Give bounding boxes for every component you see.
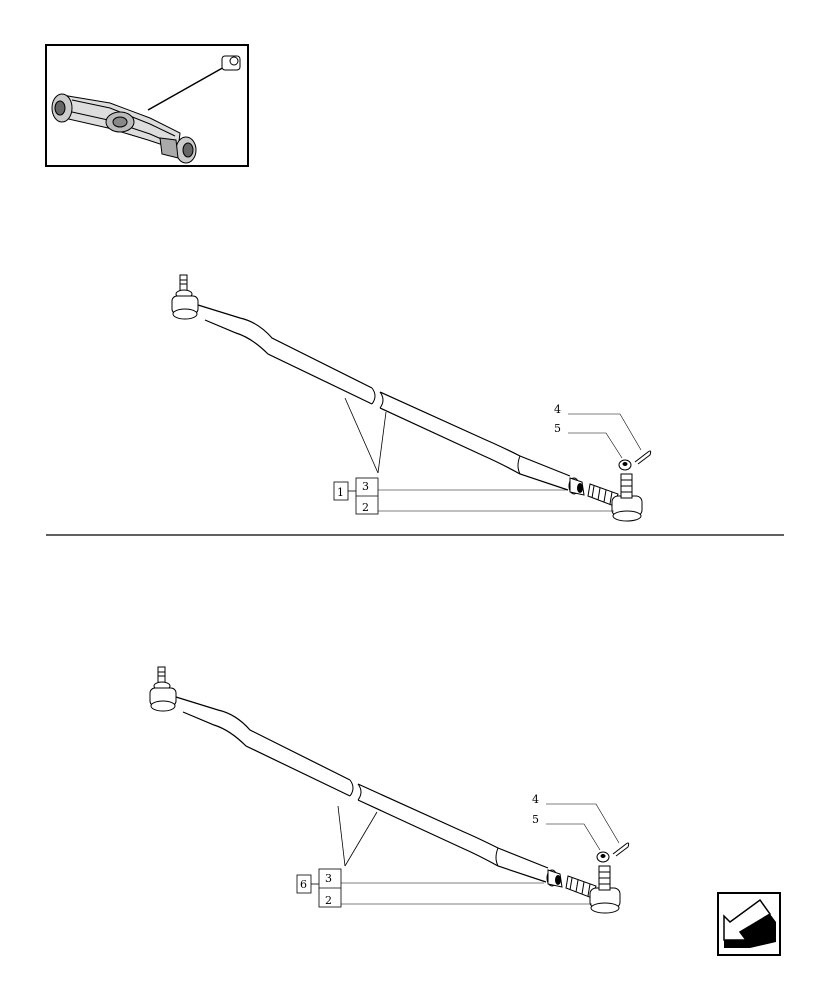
thumbnail-frame	[45, 44, 249, 167]
callout-3: 3	[325, 872, 332, 885]
front-axle-thumbnail-icon	[51, 55, 241, 164]
tie-rod-drawing	[171, 274, 652, 522]
callout-3: 3	[362, 480, 369, 493]
callout-4: 4	[532, 793, 539, 806]
kit-ref-label: 6	[300, 878, 307, 891]
tie-rod-diagram-top: 1 3 2 4 5	[171, 274, 652, 522]
callout-5: 5	[532, 813, 539, 826]
tie-rod-drawing	[149, 666, 630, 914]
next-page-arrow-icon[interactable]	[717, 892, 781, 956]
tie-rod-diagram-bottom: 6 3 2 4 5	[149, 666, 630, 914]
kit-ref-label: 1	[337, 486, 344, 499]
callout-2: 2	[325, 894, 332, 907]
callout-4: 4	[554, 403, 561, 416]
callout-5: 5	[554, 422, 561, 435]
callout-2: 2	[362, 501, 369, 514]
